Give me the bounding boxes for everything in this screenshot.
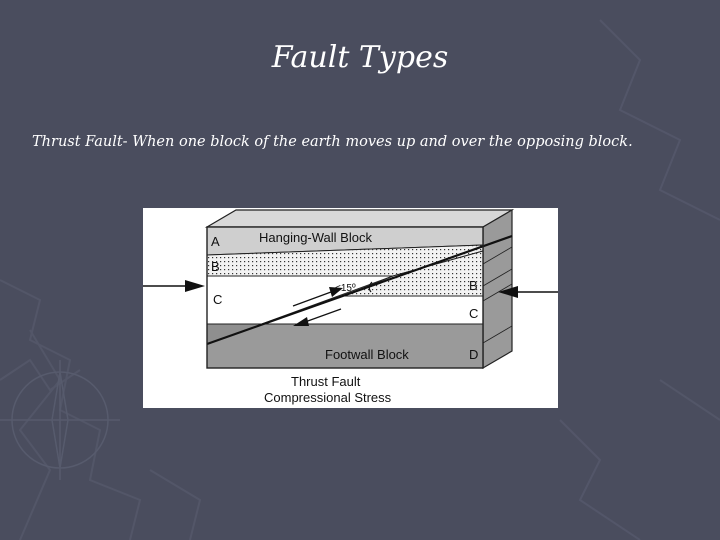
label-c-left: C [213,292,222,307]
fault-line [206,234,513,346]
label-c-right: C [469,306,478,321]
caption-line1: Thrust Fault [291,374,361,389]
thrust-fault-diagram: A B C Hanging-Wall Block <15º B C D Foot… [143,208,558,408]
slide-title: Fault Types [271,40,449,75]
slide-body-text: Thrust Fault- When one block of the eart… [32,134,633,150]
label-d-right: D [469,347,478,362]
label-a-left: A [211,234,220,249]
right-stress-arrow [498,286,558,298]
slip-arrow-down [293,308,342,326]
angle-label: <15º [335,283,356,294]
caption-line2: Compressional Stress [264,390,392,405]
angle-arc [368,281,373,293]
footwall-label: Footwall Block [325,347,409,362]
left-stress-arrow [143,280,205,292]
hanging-wall-label: Hanging-Wall Block [259,230,372,245]
slip-arrow-up [292,287,343,307]
block-top-face [204,209,515,228]
label-b-right: B [469,278,478,293]
label-b-left: B [211,259,220,274]
block-side-face [482,208,513,370]
